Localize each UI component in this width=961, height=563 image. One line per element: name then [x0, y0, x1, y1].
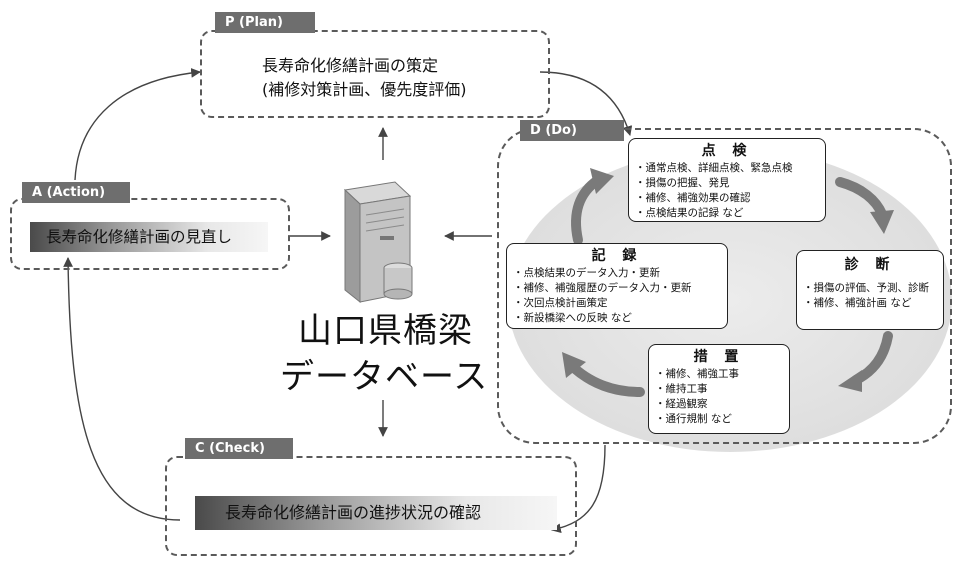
inspection-item: ・損傷の把握、発見 — [635, 177, 730, 189]
arrow-check-to-action — [63, 257, 181, 521]
check-label: 長寿命化修繕計画の進捗状況の確認 — [195, 496, 557, 530]
measures-item: ・維持工事 — [655, 383, 708, 395]
do-box — [497, 128, 952, 444]
record-item: ・次回点検計画策定 — [513, 297, 608, 309]
arrow-action-to-plan — [74, 68, 201, 181]
diagnosis-item: ・損傷の評価、予測、診断 — [803, 282, 929, 294]
database-label-line-1: 山口県橋梁 — [298, 311, 473, 351]
database-label-line-2: データベース — [280, 357, 489, 397]
measures-title: 措 置 — [693, 349, 745, 365]
action-tag: A (Action) — [22, 182, 130, 203]
do-tag: D (Do) — [520, 120, 624, 141]
plan-box — [200, 30, 550, 118]
do-cycle-background — [508, 148, 952, 452]
inspection-title: 点 検 — [701, 143, 753, 159]
measures-item: ・補修、補強工事 — [655, 368, 739, 380]
measures-item: ・通行規制 など — [655, 413, 732, 425]
database-server-icon — [343, 181, 413, 304]
action-label: 長寿命化修繕計画の見直し — [30, 222, 268, 252]
arrow-do-to-check — [551, 444, 606, 533]
plan-tag: P (Plan) — [215, 12, 315, 33]
check-tag: C (Check) — [185, 438, 293, 459]
inspection-box: 点 検 ・通常点検、詳細点検、緊急点検 ・損傷の把握、発見 ・補修、補強効果の確… — [628, 138, 826, 222]
cycle-arrow-measures-to-record — [562, 352, 645, 397]
check-box — [165, 456, 577, 556]
record-box: 記 録 ・点検結果のデータ入力・更新 ・補修、補強履歴のデータ入力・更新 ・次回… — [506, 243, 728, 329]
diagnosis-item: ・補修、補強計画 など — [803, 297, 912, 309]
cycle-arrow-diagnosis-to-measures — [838, 331, 893, 392]
record-item: ・点検結果のデータ入力・更新 — [513, 267, 660, 279]
inspection-item: ・点検結果の記録 など — [635, 207, 744, 219]
measures-item: ・経過観察 — [655, 398, 708, 410]
plan-line-2: (補修対策計画、優先度評価) — [262, 80, 467, 99]
record-item: ・補修、補強履歴のデータ入力・更新 — [513, 282, 692, 294]
record-title: 記 録 — [591, 248, 643, 264]
measures-box: 措 置 ・補修、補強工事 ・維持工事 ・経過観察 ・通行規制 など — [648, 344, 790, 434]
diagnosis-box: 診 断 ・損傷の評価、予測、診断 ・補修、補強計画 など — [796, 250, 944, 330]
plan-line-1: 長寿命化修繕計画の策定 — [262, 56, 439, 75]
diagnosis-title: 診 断 — [844, 257, 896, 273]
arrow-plan-to-do — [539, 71, 633, 136]
inspection-item: ・補修、補強効果の確認 — [635, 192, 751, 204]
record-item: ・新設橋梁への反映 など — [513, 312, 632, 324]
cycle-arrow-record-to-inspection — [571, 168, 614, 245]
inspection-item: ・通常点検、詳細点検、緊急点検 — [635, 162, 793, 174]
action-box — [10, 198, 290, 270]
cycle-arrow-inspection-to-diagnosis — [835, 177, 894, 234]
